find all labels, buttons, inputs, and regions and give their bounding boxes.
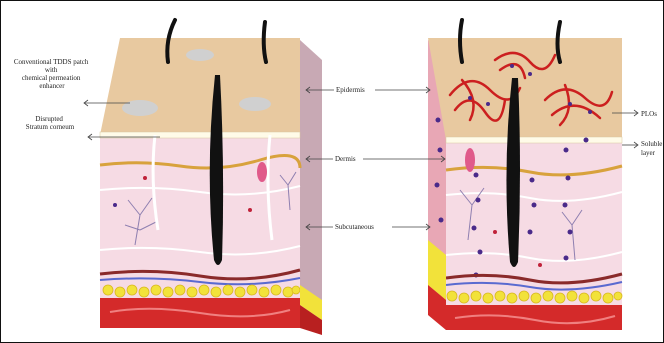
right-dot-1 bbox=[493, 230, 497, 234]
left-hair-2 bbox=[264, 22, 266, 62]
left-dot-2 bbox=[248, 208, 252, 212]
patch-2 bbox=[122, 100, 158, 116]
dermis-label: Dermis bbox=[335, 155, 356, 163]
subcutaneous-label: Subcutaneous bbox=[335, 223, 374, 231]
left-dot-3 bbox=[113, 203, 117, 207]
plos-label: PLOs bbox=[641, 110, 657, 118]
tdds-patch-label: Conventional TDDS patch with chemical pe… bbox=[14, 58, 90, 90]
disrupted-sc-label: Disrupted Stratum corneum bbox=[26, 115, 75, 131]
soluble-layer-label: Soluble layer bbox=[641, 140, 664, 157]
left-skin-block bbox=[100, 20, 322, 335]
right-gland bbox=[465, 148, 475, 172]
right-skin-block bbox=[428, 20, 622, 330]
patch-1 bbox=[186, 49, 214, 61]
right-dot-2 bbox=[538, 263, 542, 267]
left-block-side bbox=[300, 40, 322, 320]
right-stratum-corneum bbox=[446, 137, 622, 143]
epidermis-label: Epidermis bbox=[336, 86, 365, 94]
right-blood-layer bbox=[446, 305, 622, 330]
left-gland bbox=[257, 162, 267, 182]
left-dot-1 bbox=[143, 176, 147, 180]
right-hair-1 bbox=[460, 20, 462, 62]
patch-3 bbox=[239, 97, 271, 111]
